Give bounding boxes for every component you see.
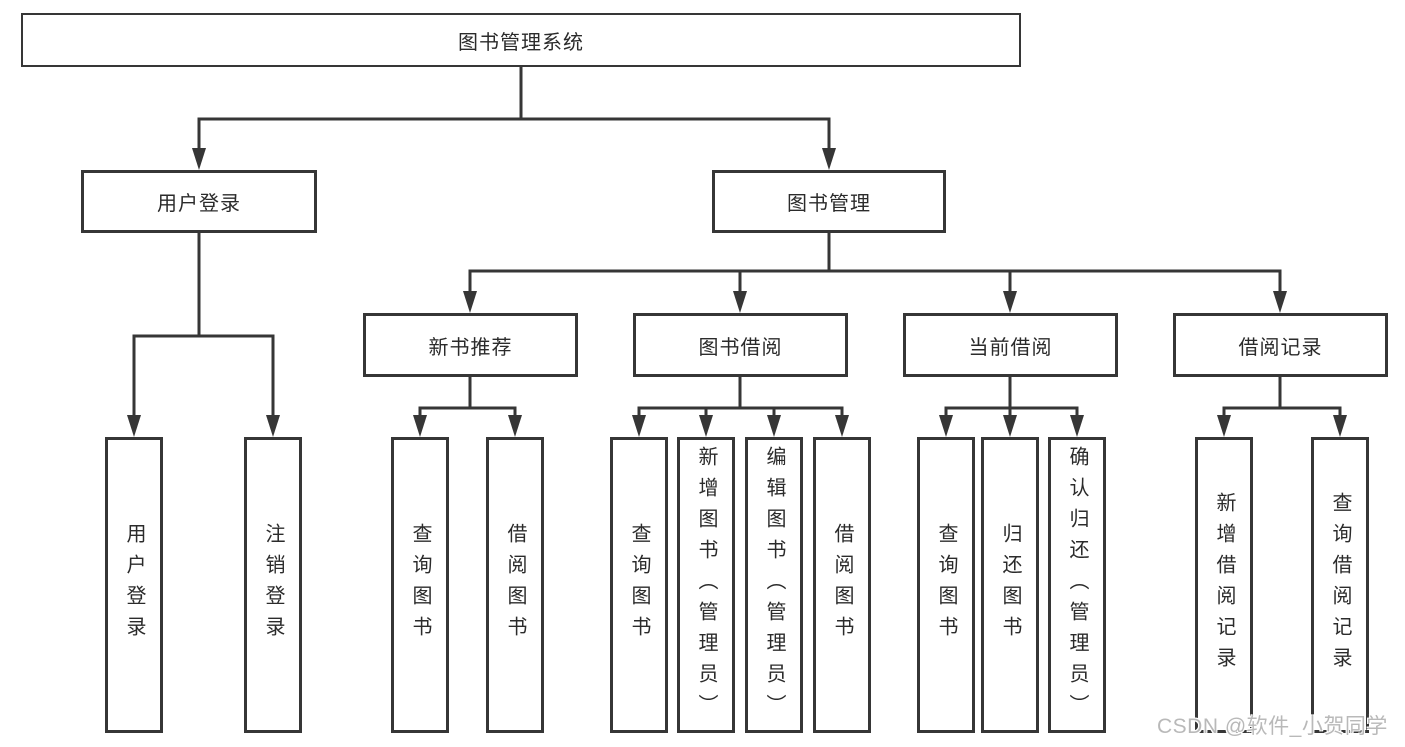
arrowhead <box>822 148 836 170</box>
node-label: 查询图书 <box>628 523 650 647</box>
arrowhead <box>632 415 646 437</box>
node-label: 新增借阅记录 <box>1213 492 1235 678</box>
node-borrowing-records: 借阅记录 <box>1173 313 1388 377</box>
node-label: 查询图书 <box>935 523 957 647</box>
node-leaf-edit-book-admin: 编辑图书（管理员） <box>745 437 803 733</box>
node-label: 查询借阅记录 <box>1329 492 1351 678</box>
connector-root-to-level2 <box>197 67 831 150</box>
arrowhead <box>699 415 713 437</box>
arrowhead <box>508 415 522 437</box>
node-label: 归还图书 <box>999 523 1021 647</box>
node-leaf-query-borrow-record: 查询借阅记录 <box>1311 437 1369 733</box>
arrowhead <box>266 415 280 437</box>
arrowhead <box>413 415 427 437</box>
node-leaf-confirm-return-admin: 确认归还（管理员） <box>1048 437 1106 733</box>
connector-borrowrecord-to-leaves <box>1222 377 1342 417</box>
node-label: 新增图书（管理员） <box>695 445 717 725</box>
node-leaf-return-book: 归还图书 <box>981 437 1039 733</box>
node-leaf-user-login: 用户登录 <box>105 437 163 733</box>
connector-bookborrow-to-leaves <box>637 377 844 417</box>
connector-userlogin-to-leaves <box>132 233 275 417</box>
node-leaf-add-book-admin: 新增图书（管理员） <box>677 437 735 733</box>
node-leaf-query-book-1: 查询图书 <box>391 437 449 733</box>
arrowhead <box>939 415 953 437</box>
node-leaf-query-book-3: 查询图书 <box>917 437 975 733</box>
connector-currentborrow-to-leaves <box>944 377 1079 417</box>
node-leaf-add-borrow-record: 新增借阅记录 <box>1195 437 1253 733</box>
node-label: 编辑图书（管理员） <box>763 445 785 725</box>
node-label: 借阅图书 <box>831 523 853 647</box>
node-leaf-query-book-2: 查询图书 <box>610 437 668 733</box>
connector-newbookrec-to-leaves <box>418 377 517 417</box>
arrowhead <box>1003 415 1017 437</box>
node-label: 用户登录 <box>157 193 241 215</box>
arrowhead <box>1333 415 1347 437</box>
node-leaf-borrow-book-2: 借阅图书 <box>813 437 871 733</box>
arrowhead <box>1070 415 1084 437</box>
arrowhead <box>1273 291 1287 313</box>
node-label: 用户登录 <box>123 523 145 647</box>
connector-bookmgmt-to-level3 <box>468 233 1282 293</box>
node-label: 当前借阅 <box>968 336 1053 359</box>
arrowhead <box>1217 415 1231 437</box>
node-label: 查询图书 <box>409 523 431 647</box>
node-label: 新书推荐 <box>428 336 513 359</box>
arrowhead <box>463 291 477 313</box>
csdn-watermark: CSDN @软件_小贺同学 <box>1157 715 1388 738</box>
arrowhead <box>1003 291 1017 313</box>
arrowhead <box>733 291 747 313</box>
node-label: 借阅图书 <box>504 523 526 647</box>
node-label: 注销登录 <box>262 523 284 647</box>
node-leaf-logout: 注销登录 <box>244 437 302 733</box>
node-label: 图书借阅 <box>698 336 783 359</box>
node-root: 图书管理系统 <box>21 13 1021 67</box>
node-label: 图书管理系统 <box>458 31 584 54</box>
node-leaf-borrow-book-1: 借阅图书 <box>486 437 544 733</box>
arrowhead <box>192 148 206 170</box>
arrowhead <box>767 415 781 437</box>
node-label: 借阅记录 <box>1238 336 1323 359</box>
node-label: 图书管理 <box>787 193 871 215</box>
node-current-borrowing: 当前借阅 <box>903 313 1118 377</box>
arrowhead <box>835 415 849 437</box>
node-book-management: 图书管理 <box>712 170 946 233</box>
node-new-book-recommend: 新书推荐 <box>363 313 578 377</box>
node-book-borrowing: 图书借阅 <box>633 313 848 377</box>
arrowhead <box>127 415 141 437</box>
node-label: 确认归还（管理员） <box>1066 445 1088 725</box>
node-user-login: 用户登录 <box>81 170 317 233</box>
